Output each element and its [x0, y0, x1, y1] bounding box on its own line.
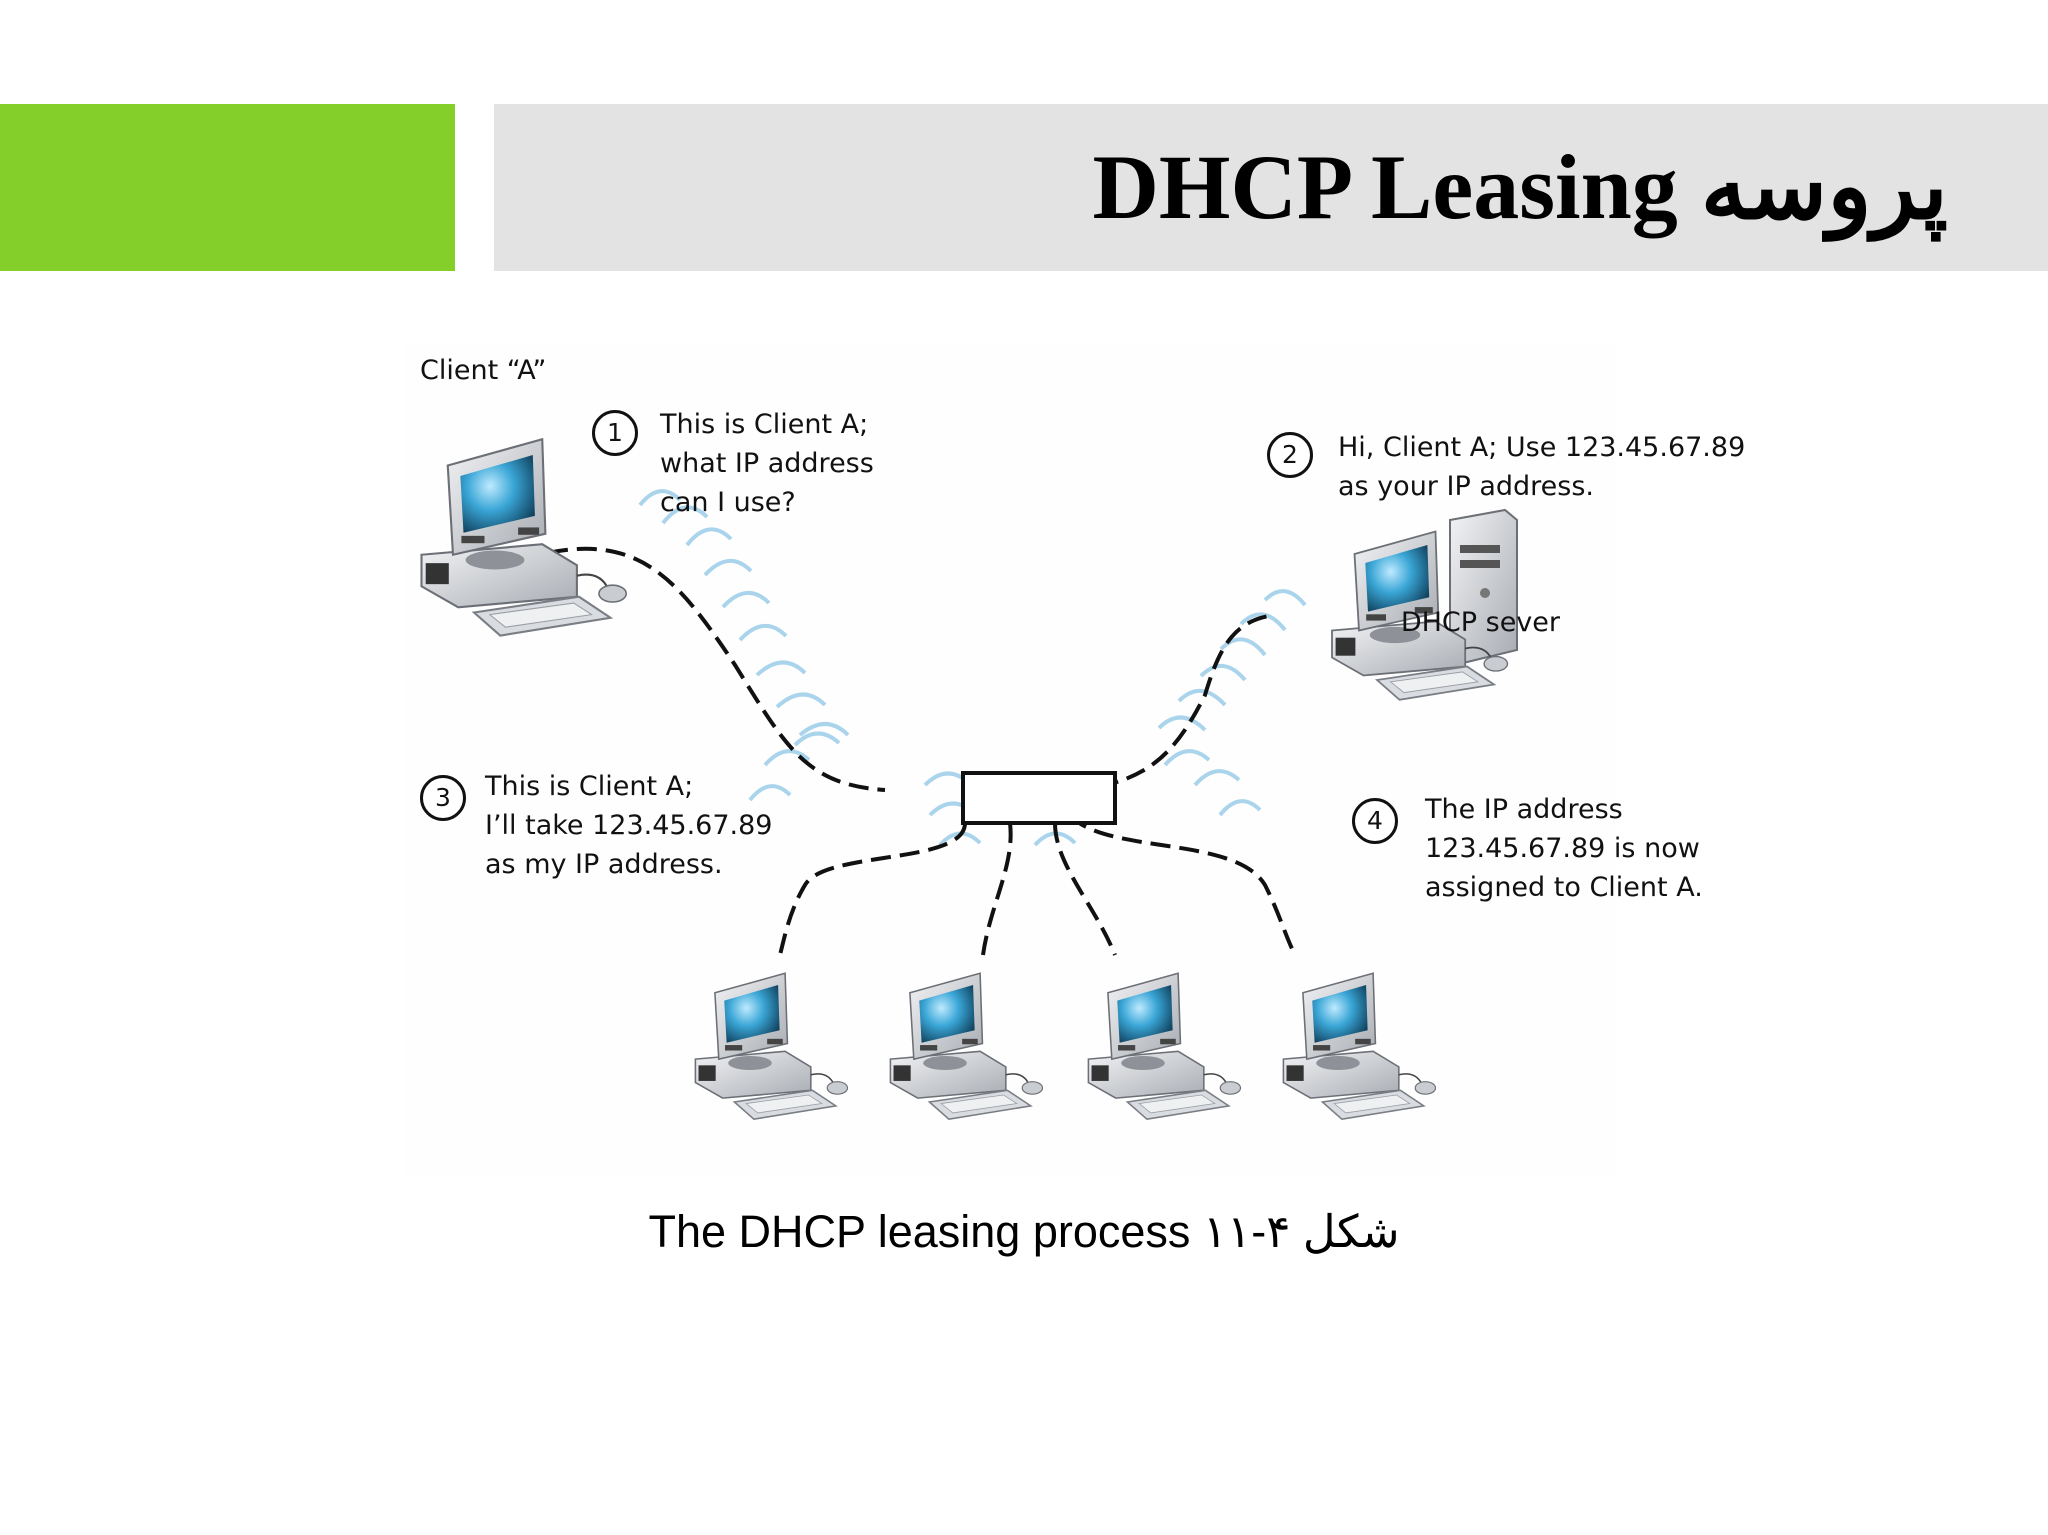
client-computer — [1282, 972, 1437, 1120]
client-computer — [1087, 972, 1242, 1120]
slide-title: DHCP Leasing پروسه — [1092, 136, 1948, 238]
step-text-line: as your IP address. — [1338, 471, 1594, 502]
step-4-text: The IP address 123.45.67.89 is now assig… — [1425, 790, 1703, 907]
step-3-number: 3 — [420, 775, 466, 821]
step-2-text: Hi, Client A; Use 123.45.67.89 as your I… — [1338, 428, 1745, 506]
client-computer — [694, 972, 849, 1120]
step-text-line: The IP address — [1425, 794, 1623, 825]
accent-bar — [0, 104, 455, 271]
title-bar: DHCP Leasing پروسه — [494, 104, 2048, 271]
step-4-number: 4 — [1352, 798, 1398, 844]
step-text-line: can I use? — [660, 487, 796, 518]
client-computer — [889, 972, 1044, 1120]
step-text-line: what IP address — [660, 448, 874, 479]
step-1-number: 1 — [592, 410, 638, 456]
dhcp-diagram: Client “A” DHCP sever 1 This is Client A… — [405, 345, 1745, 1175]
step-text-line: assigned to Client A. — [1425, 872, 1703, 903]
client-a-label: Client “A” — [420, 355, 547, 386]
step-3-text: This is Client A; I’ll take 123.45.67.89… — [485, 767, 772, 884]
step-text-line: as my IP address. — [485, 849, 723, 880]
step-text-line: 123.45.67.89 is now — [1425, 833, 1700, 864]
network-hub — [961, 771, 1117, 825]
figure-caption: The DHCP leasing process ۱۱-۴ شکل — [648, 1206, 1400, 1257]
dhcp-server-computer — [1331, 508, 1518, 701]
step-text-line: This is Client A; — [660, 409, 869, 440]
step-1-text: This is Client A; what IP address can I … — [660, 405, 874, 522]
step-text-line: This is Client A; — [485, 771, 694, 802]
network-drawing — [420, 438, 1518, 1120]
step-text-line: Hi, Client A; Use 123.45.67.89 — [1338, 432, 1746, 463]
client-a-computer — [420, 438, 628, 637]
step-2-number: 2 — [1267, 432, 1313, 478]
dhcp-server-label: DHCP sever — [1400, 607, 1560, 638]
step-text-line: I’ll take 123.45.67.89 — [485, 810, 773, 841]
network-cables — [519, 546, 1297, 956]
